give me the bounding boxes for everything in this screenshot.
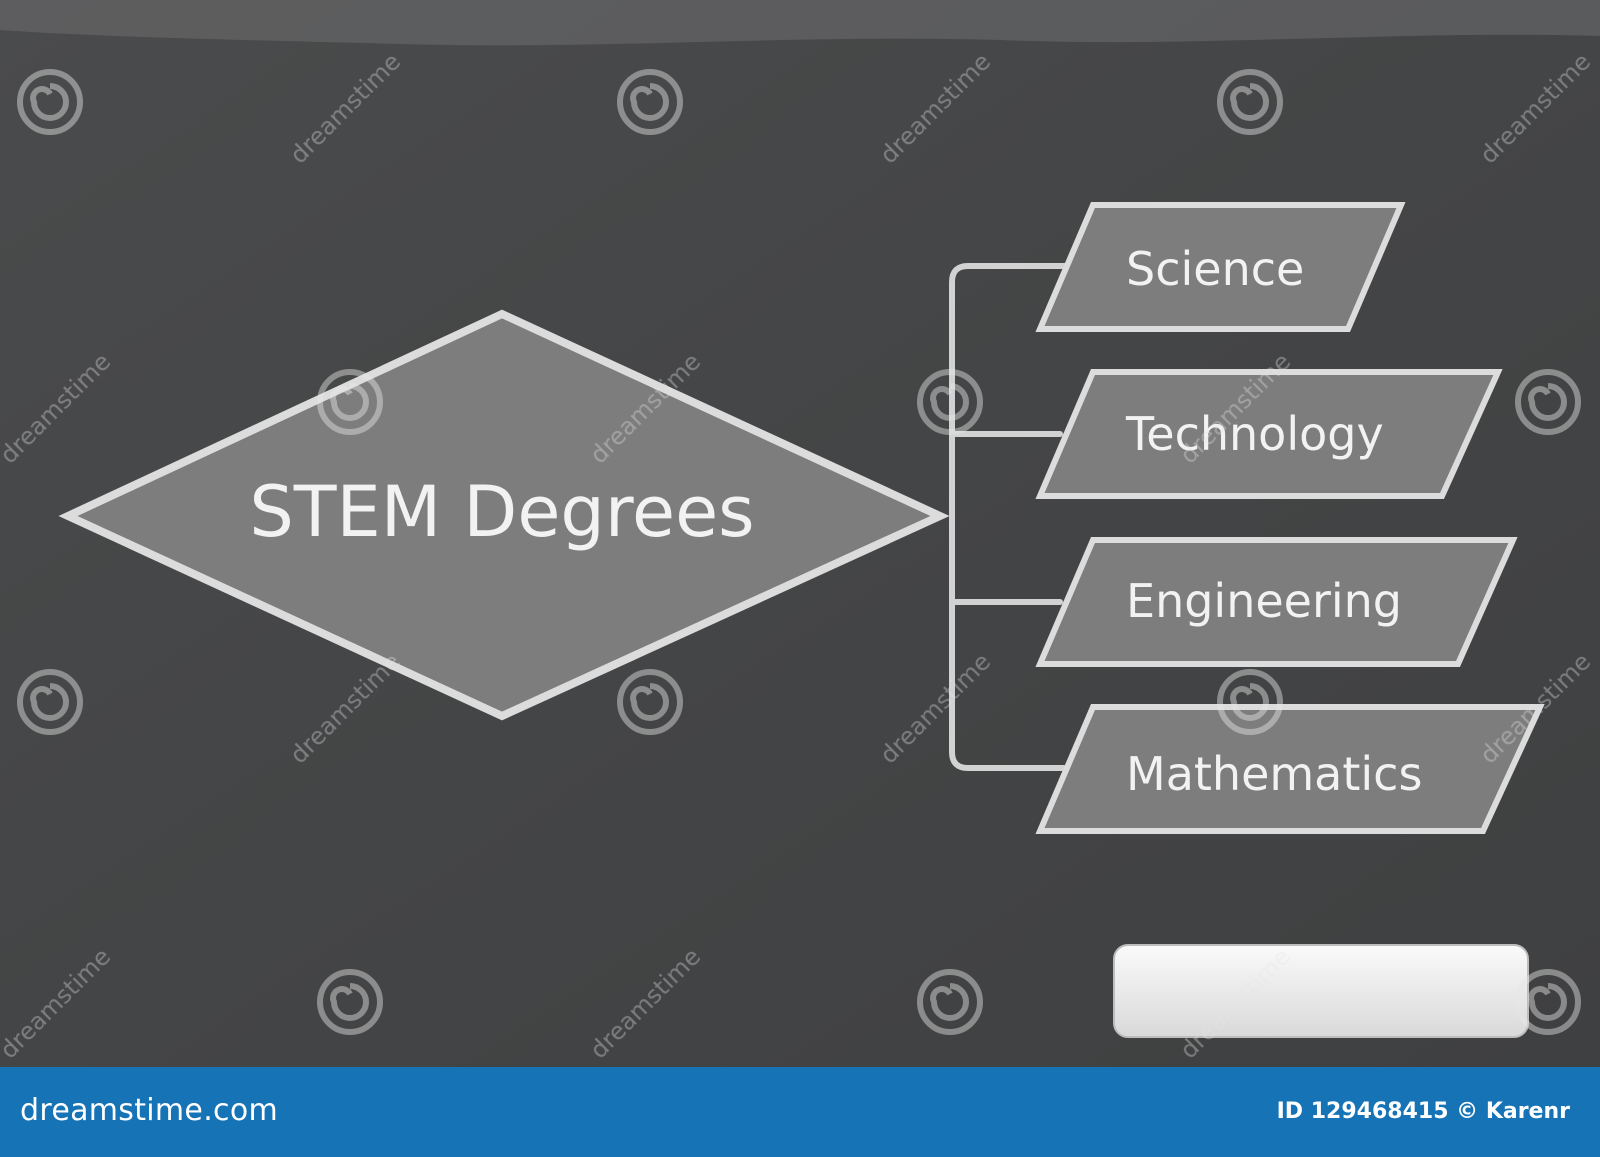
branch-mathematics-label: Mathematics bbox=[1126, 747, 1422, 801]
watermark-logo bbox=[17, 69, 83, 135]
branch-engineering: Engineering bbox=[1035, 537, 1518, 667]
branch-technology: Technology bbox=[1035, 369, 1503, 499]
slate-top-edge bbox=[0, 0, 1600, 46]
watermark-logo bbox=[317, 969, 383, 1035]
chalk-stick bbox=[1113, 944, 1529, 1038]
branch-science: Science bbox=[1035, 202, 1406, 332]
branch-technology-label: Technology bbox=[1125, 407, 1384, 461]
branch-science-label: Science bbox=[1126, 242, 1304, 296]
watermark-logo bbox=[1217, 69, 1283, 135]
chalkboard: STEM Degrees Science Technology Engineer… bbox=[0, 0, 1600, 1067]
branch-mathematics: Mathematics bbox=[1035, 704, 1545, 834]
footer-credit: ID 129468415 © Karenr bbox=[1276, 1099, 1570, 1124]
connector-lines bbox=[949, 263, 1071, 771]
watermark-logo bbox=[1515, 969, 1581, 1035]
watermark-logo bbox=[1217, 669, 1283, 735]
main-diamond: STEM Degrees bbox=[58, 309, 950, 721]
branch-engineering-label: Engineering bbox=[1126, 574, 1402, 628]
main-label: STEM Degrees bbox=[249, 471, 754, 553]
watermark-logo bbox=[17, 669, 83, 735]
watermark-overlay bbox=[17, 69, 1581, 1035]
watermark-logo bbox=[617, 669, 683, 735]
watermark-logo bbox=[917, 969, 983, 1035]
footer-brand[interactable]: dreamstime.com bbox=[20, 1093, 278, 1128]
watermark-logo bbox=[317, 369, 383, 435]
watermark-logo bbox=[1515, 369, 1581, 435]
watermark-logo bbox=[917, 369, 983, 435]
stem-diagram: STEM Degrees Science Technology Engineer… bbox=[0, 0, 1600, 1067]
watermark-logo bbox=[617, 69, 683, 135]
footer-bar: dreamstime.com ID 129468415 © Karenr bbox=[0, 1067, 1600, 1157]
